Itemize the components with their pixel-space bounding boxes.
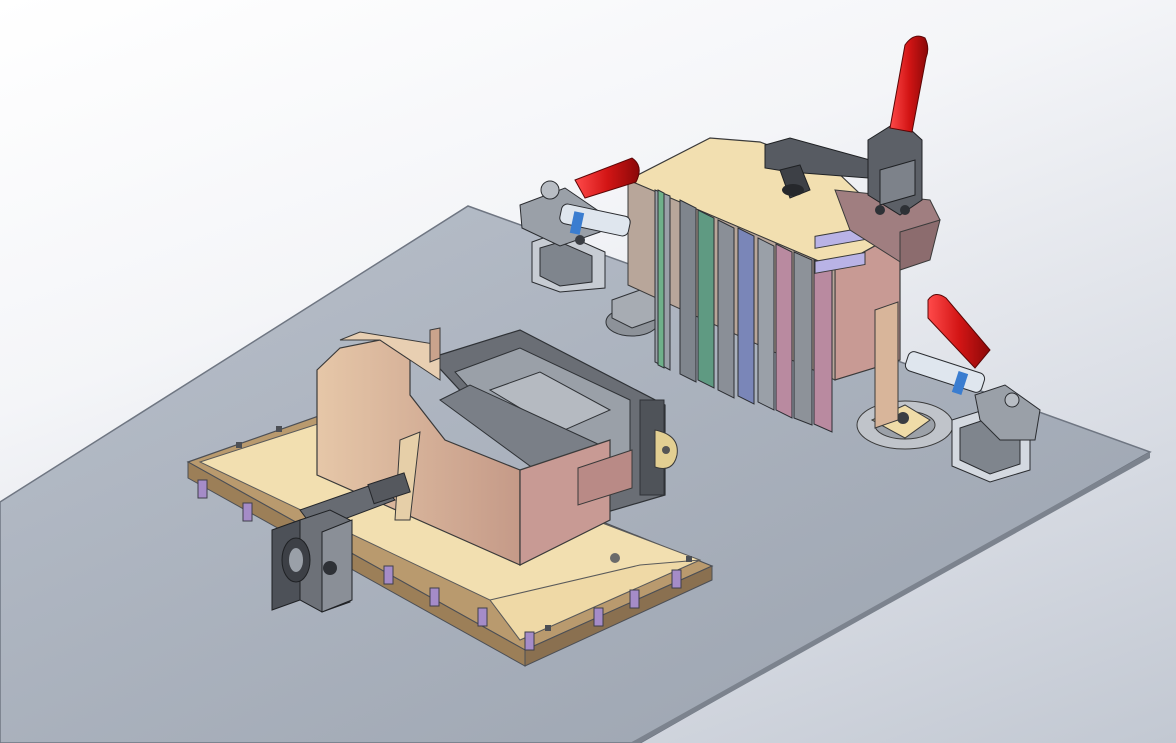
front-fixture-assembly[interactable]: [186, 327, 714, 667]
frame-clips: [236, 426, 692, 631]
toggle-clamp-left[interactable]: [519, 157, 640, 293]
fins: [654, 189, 833, 433]
indexing-disc: [856, 400, 954, 450]
clamp-handle-red[interactable]: [574, 157, 640, 199]
rear-fixture-assembly[interactable]: [605, 137, 954, 450]
spacer-tabs: [197, 479, 682, 651]
box-bracket: [316, 327, 633, 566]
clamp-handle-red[interactable]: [889, 35, 929, 133]
toggle-clamp-top[interactable]: [764, 35, 929, 216]
side-strip: [814, 226, 899, 429]
clamp-handle-red[interactable]: [927, 294, 991, 369]
hinge-block: [271, 509, 353, 613]
toggle-clamp-right[interactable]: [904, 294, 1041, 483]
clamp-mount: [834, 189, 941, 271]
